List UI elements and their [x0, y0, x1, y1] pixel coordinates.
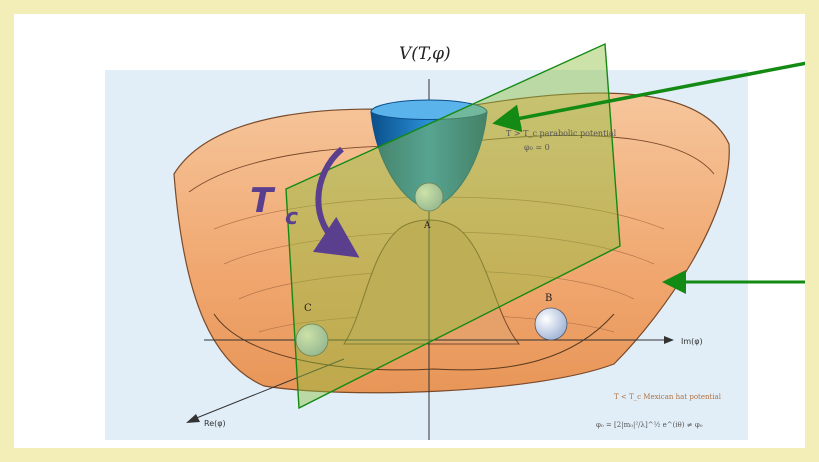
lower-note-line2: φ₀ = [2|m₀|²/λ]^½ e^(iθ) ≠ φ₀ — [596, 421, 703, 429]
slide: V(T,φ) Im(φ) Re(φ) A C B T > T_c parabol… — [14, 14, 805, 448]
tc-label-sub: c — [285, 205, 298, 230]
state-a-label: A — [423, 221, 431, 231]
state-c-label: C — [304, 303, 312, 314]
potential-diagram: V(T,φ) Im(φ) Re(φ) A C B T > T_c parabol… — [14, 14, 805, 448]
upper-note-line2: φ₀ = 0 — [524, 143, 550, 152]
v-axis-label: V(T,φ) — [399, 44, 451, 64]
tc-label-main: T — [250, 181, 276, 221]
re-axis-label: Re(φ) — [204, 419, 226, 428]
im-axis-label: Im(φ) — [681, 337, 703, 346]
ball-b — [535, 308, 567, 340]
upper-note-line1: T > T_c parabolic potential — [506, 129, 617, 138]
state-b-label: B — [545, 293, 552, 304]
lower-note-line1: T < T_c Mexican hat potential — [614, 393, 722, 401]
